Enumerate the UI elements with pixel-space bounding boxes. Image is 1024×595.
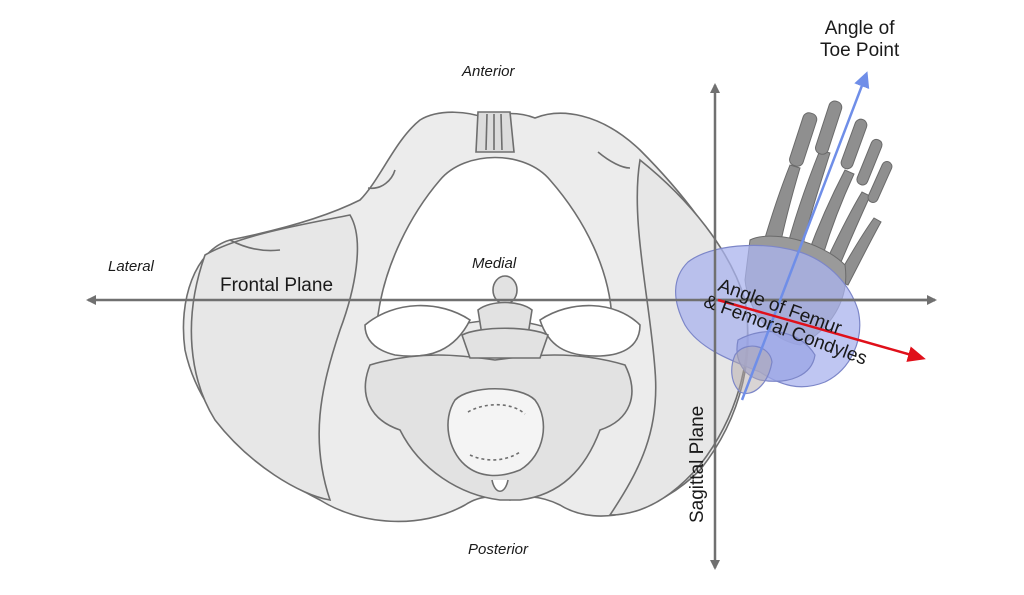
toe-point-label: Angle of Toe Point [820, 18, 899, 62]
sagittal-plane-label: Sagittal Plane [687, 405, 708, 523]
toe-point-arrow [740, 71, 870, 401]
femur-angle-arrow [717, 298, 926, 362]
medial-label: Medial [472, 255, 517, 272]
toe-point-label-line1: Angle of [824, 18, 895, 39]
toe-point-label-line2: Toe Point [820, 39, 900, 61]
lateral-label: Lateral [108, 258, 154, 275]
anterior-label: Anterior [462, 63, 515, 80]
posterior-label: Posterior [468, 541, 529, 558]
frontal-plane-label: Frontal Plane [220, 275, 334, 296]
pelvis-illustration [182, 111, 749, 523]
